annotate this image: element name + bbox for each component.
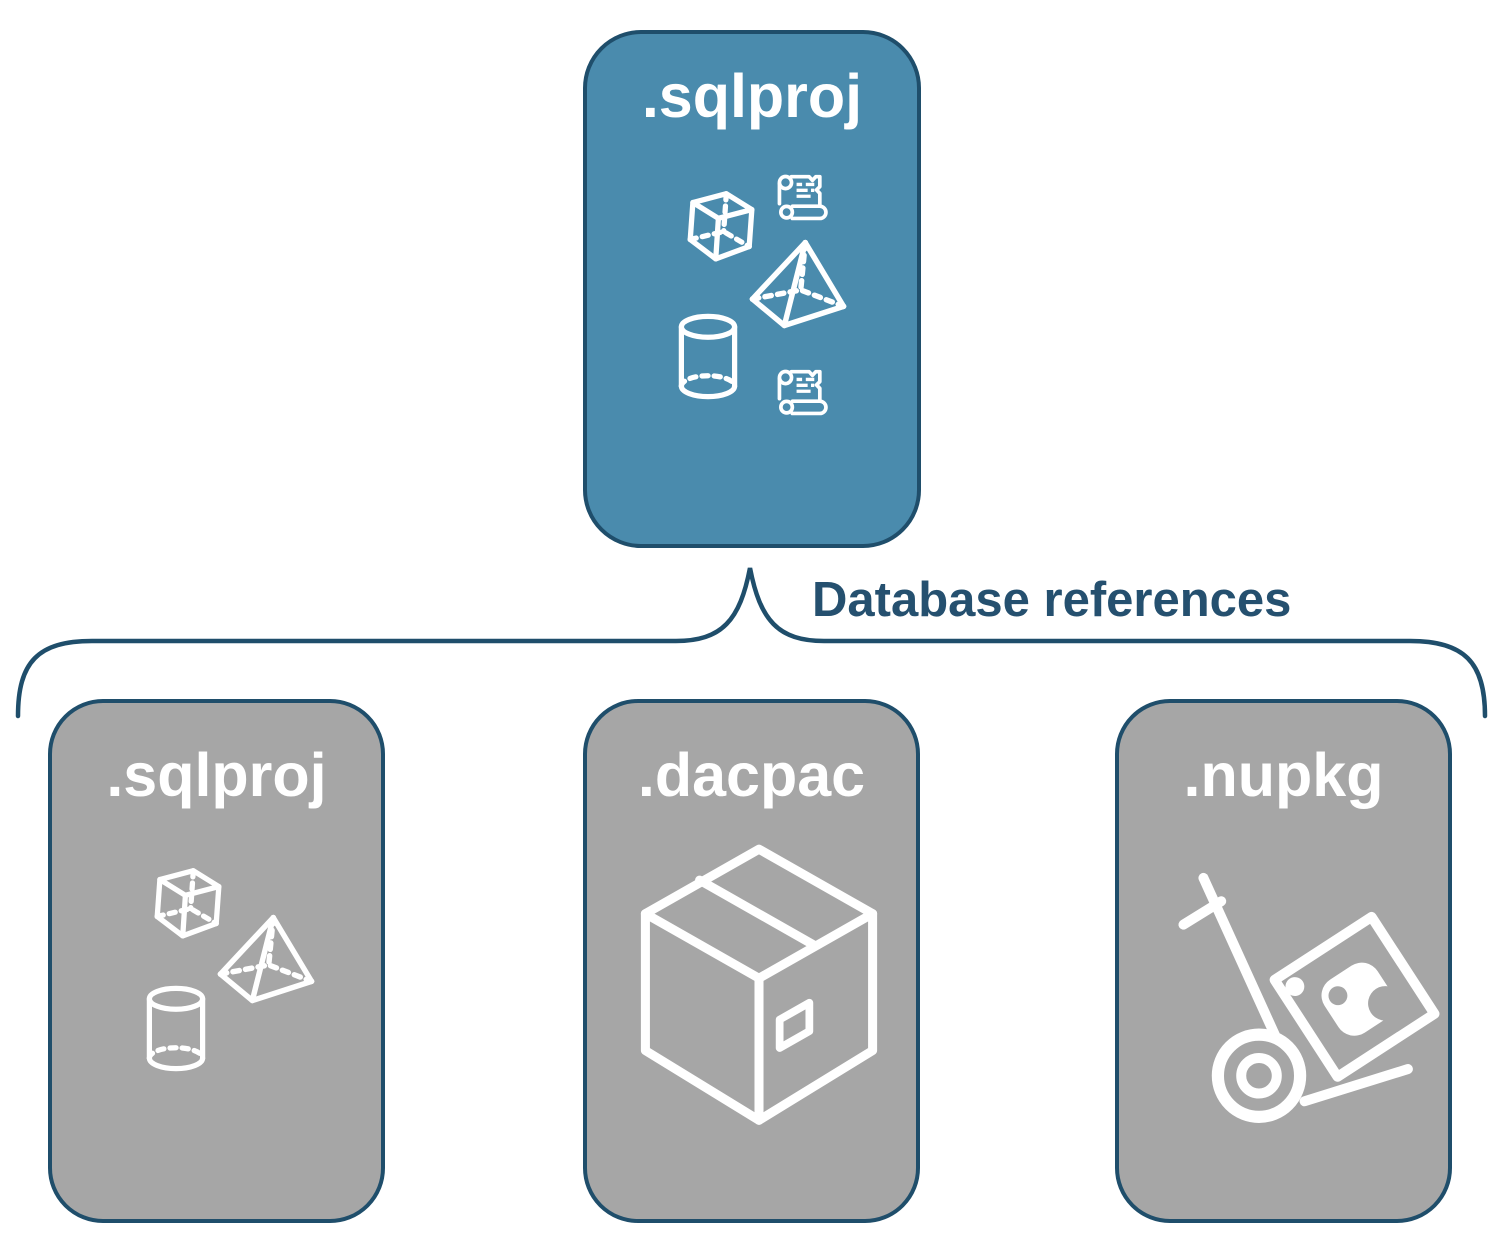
cube-icon: [670, 190, 758, 274]
card-sqlproj-root-title: .sqlproj: [641, 62, 863, 130]
connector-label: Database references: [812, 573, 1292, 627]
card-sqlproj-root: .sqlproj: [583, 30, 921, 548]
cylinder-icon: [673, 312, 743, 401]
scroll-icon: [770, 363, 832, 418]
pyramid-icon: [215, 913, 317, 1006]
card-dacpac-title: .dacpac: [637, 741, 866, 809]
cylinder-icon: [141, 984, 211, 1073]
cube-icon: [137, 867, 225, 951]
card-dacpac: .dacpac: [583, 699, 920, 1223]
brace-connector: [15, 567, 1488, 719]
card-nupkg: .nupkg: [1115, 699, 1452, 1223]
card-sqlproj-child-title: .sqlproj: [106, 741, 327, 809]
package-box-icon: [617, 831, 901, 1141]
pyramid-icon: [747, 238, 849, 331]
card-sqlproj-child: .sqlproj: [48, 699, 385, 1223]
hand-truck-icon: [1159, 861, 1459, 1156]
card-nupkg-title: .nupkg: [1183, 741, 1384, 809]
scroll-icon: [770, 168, 832, 223]
